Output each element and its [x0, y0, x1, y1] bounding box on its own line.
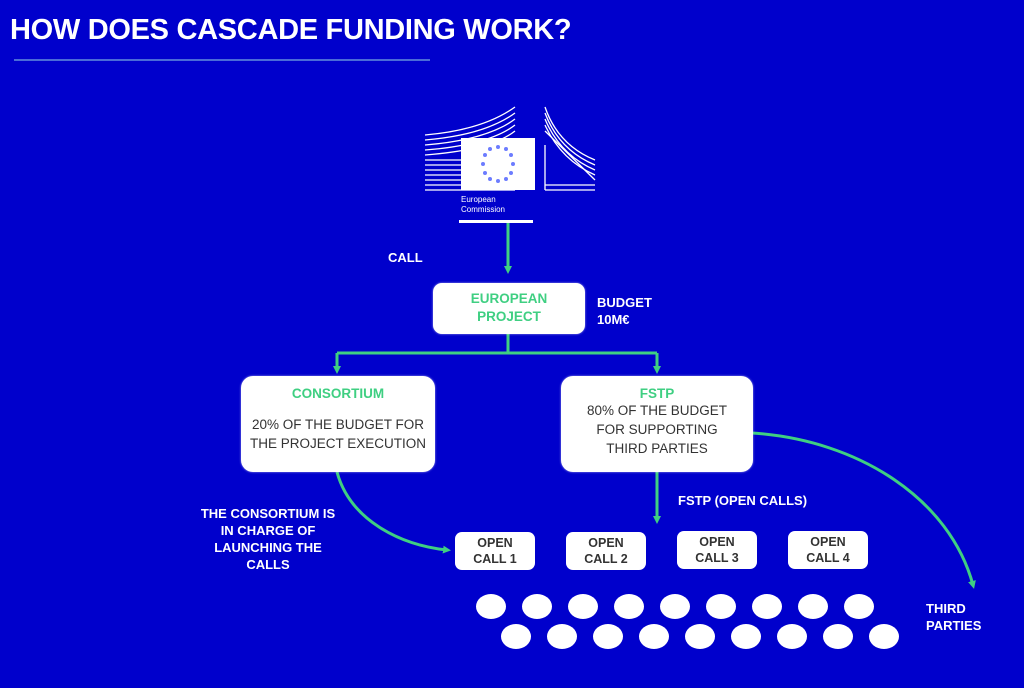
open-call-1: OPEN CALL 1 — [455, 532, 535, 570]
consortium-note-line4: CALLS — [246, 557, 290, 572]
third-party-dot — [593, 624, 623, 649]
node-consortium: CONSORTIUM 20% OF THE BUDGET FOR THE PRO… — [241, 376, 435, 472]
third-party-dot — [501, 624, 531, 649]
open-call-4: OPEN CALL 4 — [788, 531, 868, 569]
open-call-2-line1: OPEN — [588, 536, 624, 550]
third-party-dot — [777, 624, 807, 649]
title-underline — [14, 59, 430, 61]
node-fstp-head: FSTP — [639, 386, 675, 401]
third-party-dot — [823, 624, 853, 649]
node-consortium-line1: 20% OF THE BUDGET FOR — [251, 417, 425, 432]
node-fstp: FSTP 80% OF THE BUDGET FOR SUPPORTING TH… — [561, 376, 753, 472]
third-party-dot — [798, 594, 828, 619]
node-fstp-line1: 80% OF THE BUDGET — [586, 403, 728, 418]
budget-label: BUDGET 10M€ — [597, 294, 652, 328]
third-party-dot — [844, 594, 874, 619]
consortium-note: THE CONSORTIUM IS IN CHARGE OF LAUNCHING… — [188, 505, 348, 573]
budget-label-line1: BUDGET — [597, 295, 652, 310]
budget-label-line2: 10M€ — [597, 312, 630, 327]
open-call-1-line2: CALL 1 — [473, 552, 517, 566]
third-party-dot — [614, 594, 644, 619]
third-party-dot — [568, 594, 598, 619]
node-fstp-line2: FOR SUPPORTING — [596, 422, 718, 437]
open-call-4-line2: CALL 4 — [806, 551, 850, 565]
connector-project-split — [337, 334, 657, 355]
open-call-4-line1: OPEN — [810, 535, 846, 549]
call-label: CALL — [388, 250, 423, 265]
third-party-dot — [752, 594, 782, 619]
third-party-dot — [476, 594, 506, 619]
third-parties-label-line2: PARTIES — [926, 618, 982, 633]
open-call-2: OPEN CALL 2 — [566, 532, 646, 570]
consortium-note-line3: LAUNCHING THE — [214, 540, 322, 555]
third-party-dot — [660, 594, 690, 619]
node-fstp-line3: THIRD PARTIES — [606, 441, 708, 456]
consortium-note-line1: THE CONSORTIUM IS — [200, 506, 336, 521]
node-european-project-line1: EUROPEAN — [470, 291, 548, 306]
third-party-dot — [522, 594, 552, 619]
page-title: HOW DOES CASCADE FUNDING WORK? — [10, 14, 572, 46]
node-european-project: EUROPEAN PROJECT — [433, 283, 585, 334]
third-party-dot — [547, 624, 577, 649]
third-party-dot — [685, 624, 715, 649]
node-european-project-line2: PROJECT — [477, 309, 541, 324]
consortium-note-line2: IN CHARGE OF — [220, 523, 316, 538]
eu-commission-logo-icon: European Commission — [423, 105, 598, 230]
open-call-2-line2: CALL 2 — [584, 552, 628, 566]
third-party-dot — [731, 624, 761, 649]
node-consortium-line2: THE PROJECT EXECUTION — [249, 436, 427, 451]
ec-label-line2: Commission — [461, 205, 506, 214]
arrow-fstp-to-third-parties — [751, 431, 976, 589]
fstp-open-calls-label: FSTP (OPEN CALLS) — [678, 493, 808, 508]
third-parties-label: THIRD PARTIES — [926, 600, 981, 634]
third-party-dot — [869, 624, 899, 649]
node-consortium-head: CONSORTIUM — [291, 386, 385, 401]
ec-label-line1: European — [461, 195, 496, 204]
open-call-3-line2: CALL 3 — [695, 551, 739, 565]
third-party-dot — [706, 594, 736, 619]
open-call-3-line1: OPEN — [699, 535, 735, 549]
arrow-consortium-to-call1 — [335, 471, 451, 554]
third-party-dot — [639, 624, 669, 649]
open-call-3: OPEN CALL 3 — [677, 531, 757, 569]
open-call-1-line1: OPEN — [477, 536, 513, 550]
third-parties-label-line1: THIRD — [926, 601, 966, 616]
